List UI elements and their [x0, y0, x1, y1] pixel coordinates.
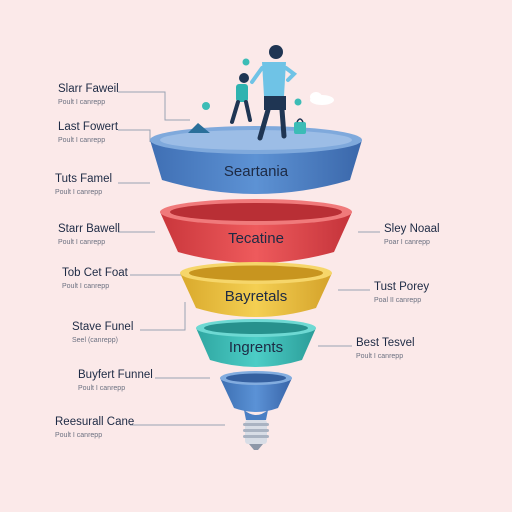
left-label-title: Stave Funel	[72, 321, 134, 333]
connector-line	[118, 91, 190, 121]
left-label-title: Buyfert Funnel	[78, 369, 153, 381]
tier-3-label: Bayretals	[224, 288, 288, 305]
connector-line	[130, 274, 186, 280]
left-label-title: Starr Bawell	[58, 223, 120, 235]
left-label-7: Buyfert Funnel Poult I canrepp	[78, 369, 153, 392]
connector-line	[140, 302, 186, 331]
left-label-title: Tuts Famel	[55, 173, 113, 185]
left-label-6: Stave Funel Seel (canrepp)	[72, 321, 134, 344]
left-label-1: Slarr Faweil Poult I canrepp	[58, 83, 119, 106]
tier-4-label: Ingrents	[228, 339, 284, 356]
left-label-5: Tob Cet Foat Poult I canrepp	[62, 267, 128, 290]
lightbulb-base-icon	[243, 410, 269, 450]
left-label-title: Slarr Faweil	[58, 83, 119, 95]
right-label-sub: Poal II canrepp	[374, 296, 422, 304]
left-label-sub: Seel (canrepp)	[72, 336, 118, 344]
left-label-sub: Poult I canrepp	[55, 188, 103, 196]
person-icon	[250, 45, 298, 141]
left-label-2: Last Fowert Poult I canrepp	[58, 121, 119, 144]
left-label-sub: Poult I canrepp	[78, 384, 126, 392]
right-label-title: Tust Porey	[374, 281, 430, 293]
bag-icon	[294, 118, 306, 134]
right-label-title: Best Tesvel	[356, 337, 415, 349]
left-label-sub: Poult I canrepp	[58, 98, 106, 106]
right-label-sub: Poar I canrepp	[384, 238, 430, 246]
left-label-title: Tob Cet Foat	[62, 267, 128, 279]
left-label-sub: Poult I canrepp	[62, 282, 110, 290]
funnel-tier-1	[150, 126, 362, 194]
left-label-sub: Poult I canrepp	[58, 238, 106, 246]
left-label-sub: Poult I canrepp	[55, 431, 103, 439]
tier-1-label: Seartania	[223, 163, 289, 180]
left-label-sub: Poult I canrepp	[58, 136, 106, 144]
right-label-1: Sley Noaal Poar I canrepp	[384, 223, 440, 246]
right-label-title: Sley Noaal	[384, 223, 440, 235]
connector-line	[118, 129, 151, 142]
tier-2-label: Tecatine	[228, 230, 284, 247]
right-label-2: Tust Porey Poal II canrepp	[374, 281, 430, 304]
leaf-icon	[188, 58, 302, 133]
funnel-tier-4	[196, 319, 316, 367]
left-label-4: Starr Bawell Poult I canrepp	[58, 223, 120, 246]
left-label-3: Tuts Famel Poult I canrepp	[55, 173, 113, 196]
funnel-tier-5	[220, 371, 292, 412]
right-label-3: Best Tesvel Poult I canrepp	[356, 337, 415, 360]
right-label-sub: Poult I canrepp	[356, 352, 404, 360]
funnel-tier-3	[180, 262, 332, 317]
left-label-8: Reesurall Cane Poult I canrepp	[55, 416, 135, 439]
person-icon	[230, 73, 252, 124]
funnel-tier-2	[160, 199, 352, 263]
cloud-icon	[310, 92, 334, 105]
left-label-title: Reesurall Cane	[55, 416, 135, 428]
left-label-title: Last Fowert	[58, 121, 119, 133]
